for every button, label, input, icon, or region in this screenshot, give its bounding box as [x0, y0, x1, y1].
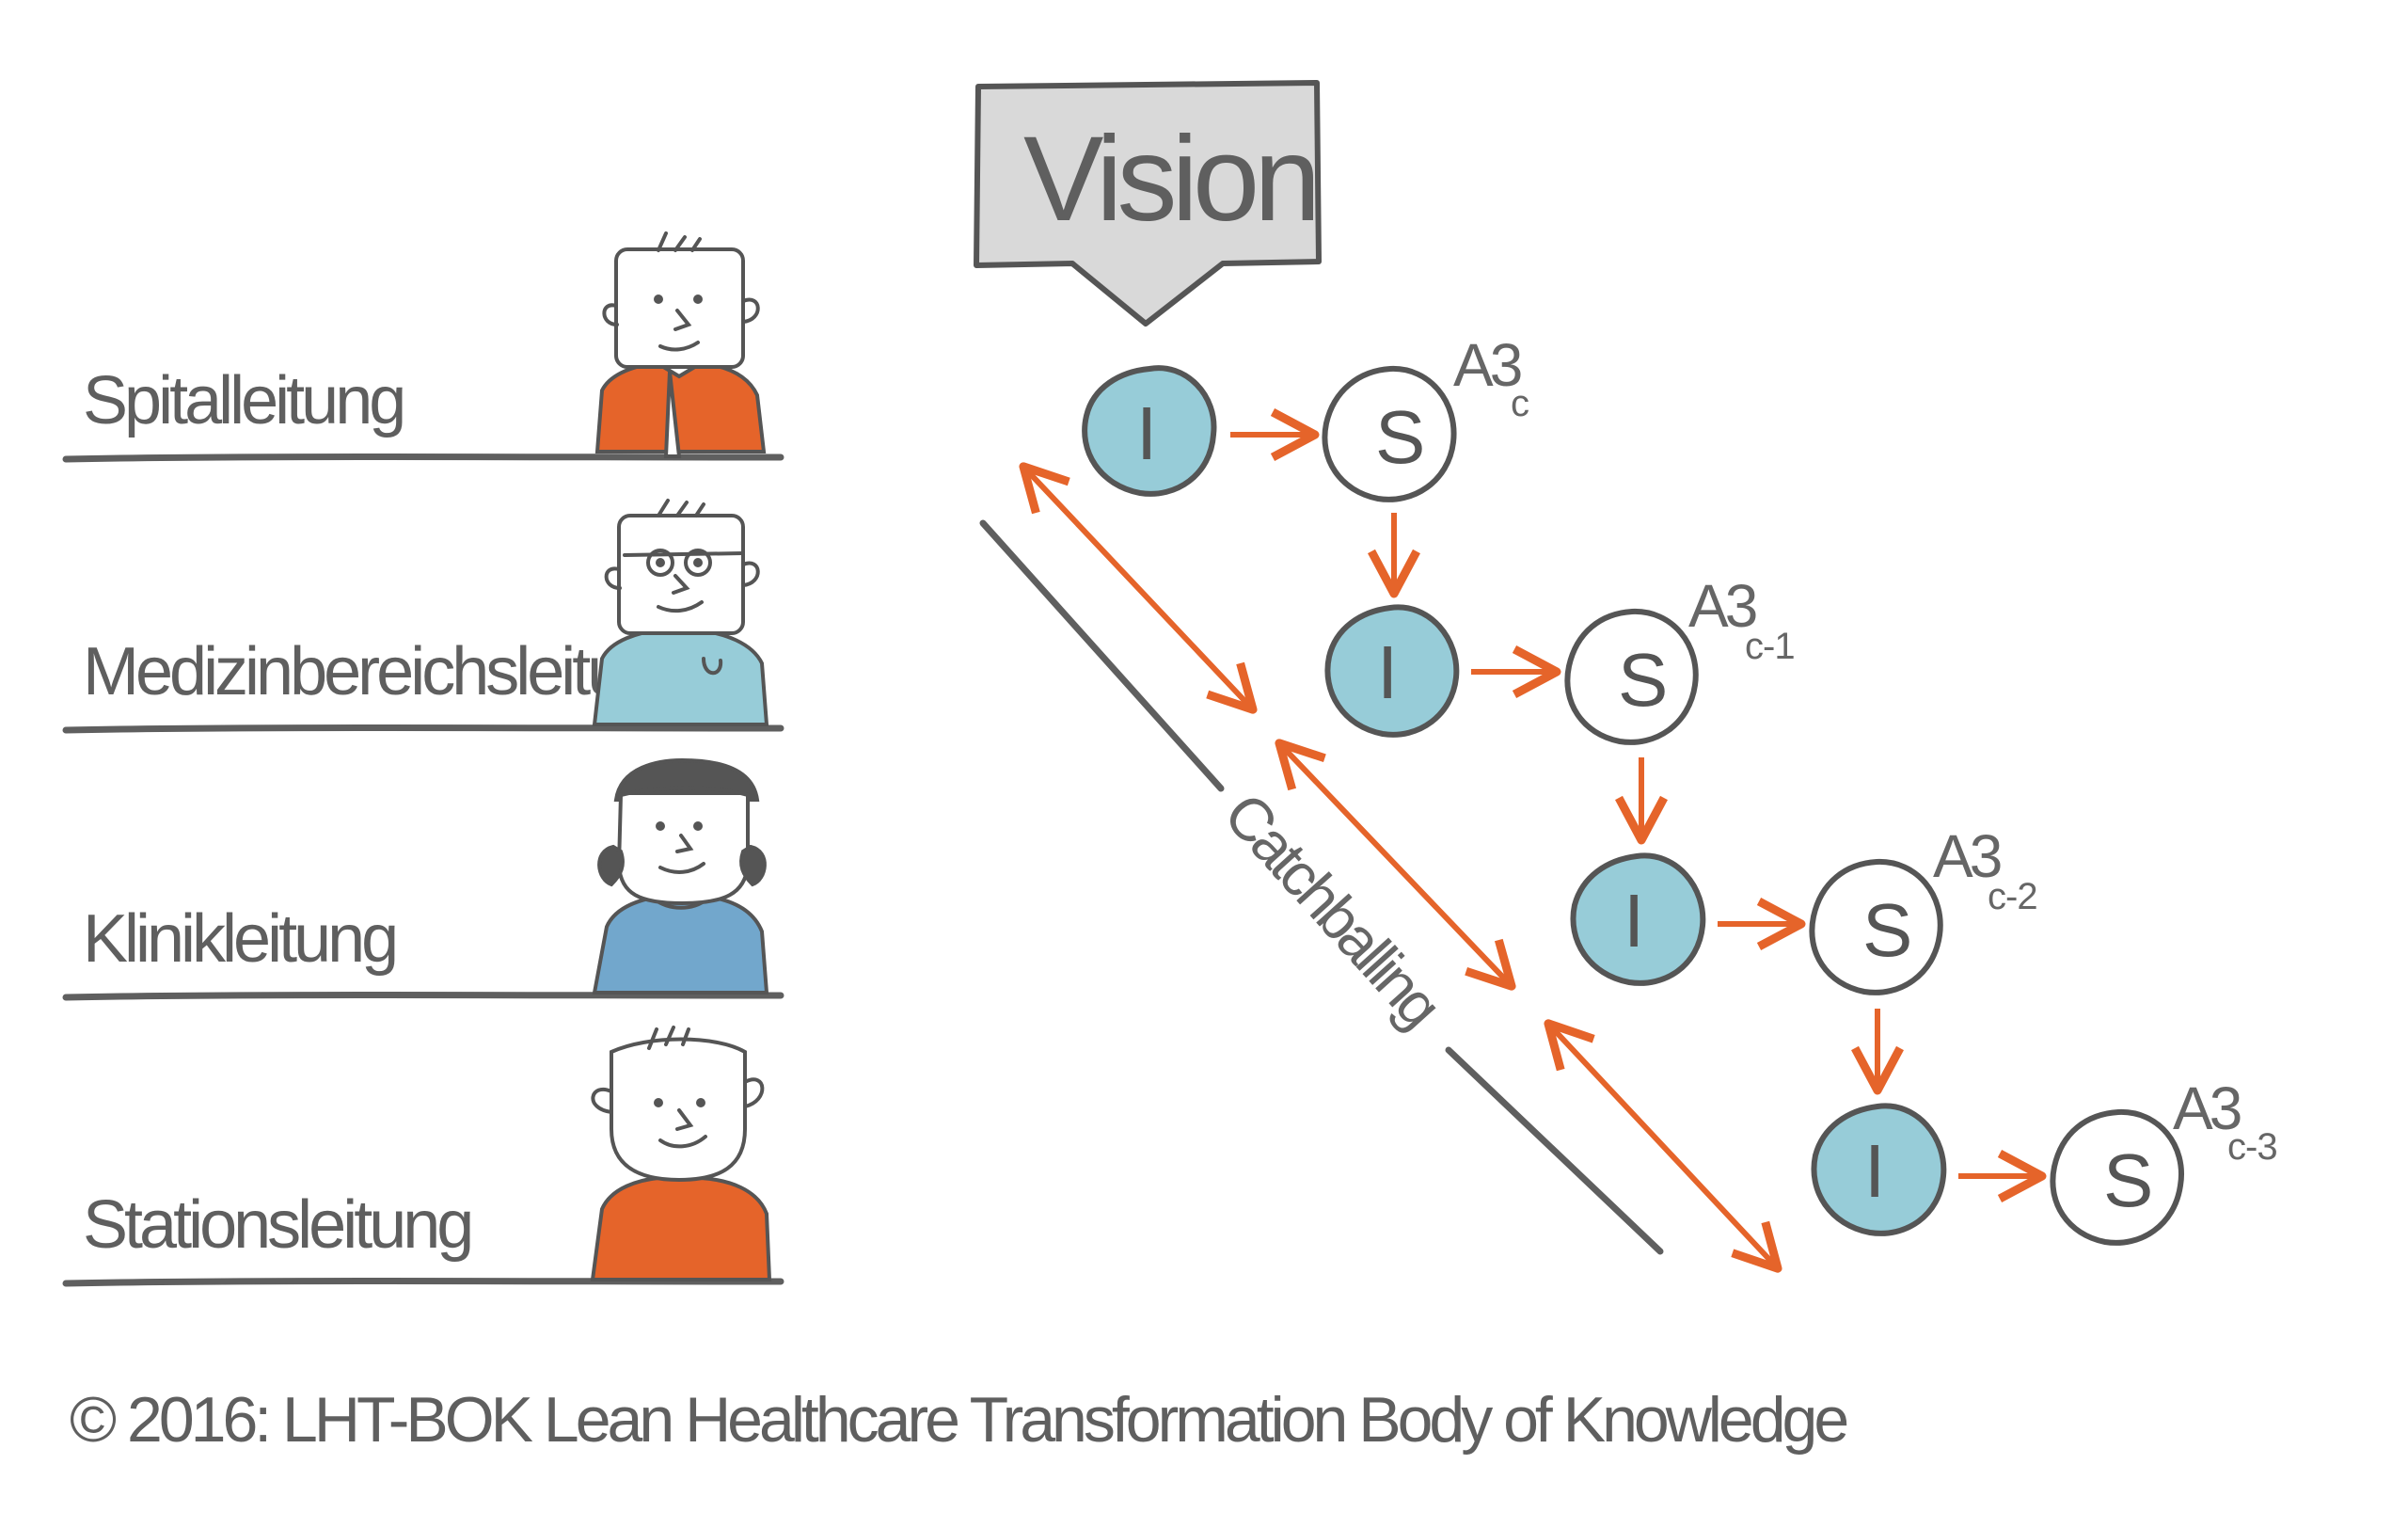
a3-subscript: c [1511, 383, 1529, 424]
catchballing-line-lower [1445, 1046, 1664, 1255]
i-circle [1082, 365, 1217, 497]
i-letter: I [1624, 879, 1644, 963]
role-label-stationsleitung: Stationsleitung [83, 1187, 470, 1263]
i-letter: I [1136, 391, 1157, 475]
s-circle [1322, 365, 1457, 502]
i-circle [1570, 852, 1706, 986]
a3-label: A3 [2173, 1074, 2241, 1142]
cycle-a3-c-1: I S A3 c-1 [1324, 572, 1796, 845]
i-letter: I [1864, 1129, 1885, 1213]
i-circle [1811, 1103, 1947, 1236]
a3-label: A3 [1453, 331, 1521, 399]
a3-subscript: c-2 [1988, 876, 2037, 917]
person-klinikleitung-icon [592, 757, 769, 995]
role-row-spitalleitung: Spitalleitung [62, 231, 784, 463]
s-letter: S [1862, 888, 1912, 972]
a3-label: A3 [1933, 822, 2001, 890]
role-row-stationsleitung: Stationsleitung [62, 1026, 784, 1287]
s-letter: S [1375, 395, 1425, 479]
a3-label: A3 [1688, 572, 1756, 640]
role-label-medizinbereichsleitung: Medizinbereichsleitung [83, 634, 689, 709]
catchballing-axis: Catchballing [979, 519, 1664, 1255]
i-circle [1324, 604, 1460, 738]
s-circle [2050, 1108, 2184, 1246]
vision-label: Vision [1023, 112, 1315, 247]
role-row-medizinbereichsleitung: Medizinbereichsleitung [62, 499, 784, 734]
role-baseline [62, 992, 784, 1001]
role-baseline [62, 724, 784, 734]
double-arrow-icon [1019, 462, 1258, 714]
copyright-footer: © 2016: LHT-BOK Lean Healthcare Transfor… [70, 1384, 1846, 1456]
s-circle [1809, 858, 1943, 995]
vision-callout: Vision [974, 80, 1322, 326]
role-label-spitalleitung: Spitalleitung [83, 363, 403, 438]
cycle-a3-c-3: I S A3 c-3 [1811, 1074, 2278, 1246]
person-spitalleitung-icon [594, 231, 767, 458]
role-row-klinikleitung: Klinikleitung [62, 757, 784, 1001]
s-letter: S [1618, 638, 1668, 722]
catchballing-line-upper [979, 519, 1225, 792]
cycle-a3-c-2: I S A3 c-2 [1570, 822, 2038, 1095]
person-medizinbereichsleitung-icon [592, 499, 769, 726]
catchball-arrows [1019, 462, 1782, 1273]
a3-subscript: c-1 [1745, 626, 1795, 667]
double-arrow-icon [1544, 1019, 1782, 1273]
i-letter: I [1377, 630, 1398, 714]
person-stationsleitung-icon [590, 1026, 772, 1281]
cycle-a3-c: I S A3 c [1082, 331, 1529, 598]
role-label-klinikleitung: Klinikleitung [83, 901, 395, 977]
a3-subscript: c-3 [2227, 1126, 2277, 1168]
catchballing-label: Catchballing [1212, 780, 1453, 1039]
s-letter: S [2103, 1138, 2153, 1222]
s-circle [1564, 608, 1699, 745]
double-arrow-icon [1275, 739, 1516, 991]
